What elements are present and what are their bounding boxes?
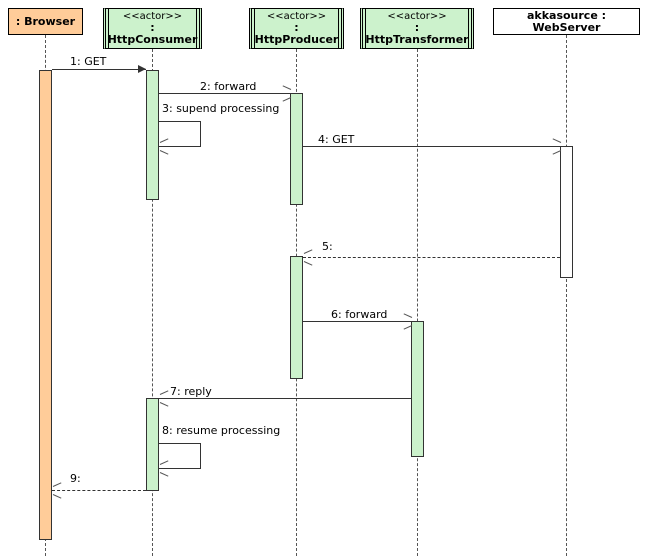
participant-browser[interactable]: : Browser	[8, 8, 83, 35]
activation-http-producer-2	[290, 256, 303, 379]
participant-web-server[interactable]: akkasource : WebServer	[493, 8, 640, 35]
message-8-line-top[interactable]	[159, 443, 201, 444]
participant-web-server-label: akkasource : WebServer	[526, 8, 607, 34]
message-7-line[interactable]	[159, 398, 411, 399]
message-1-label: 1: GET	[70, 55, 107, 68]
activation-http-transformer	[411, 321, 424, 457]
message-3-line-bottom[interactable]	[159, 146, 201, 147]
message-9-line[interactable]	[52, 490, 146, 491]
participant-http-transformer-stereotype: <<actor>>	[387, 10, 447, 22]
message-2-line[interactable]	[159, 93, 290, 94]
lifeline-web-server	[566, 35, 567, 556]
message-4-line[interactable]	[303, 146, 560, 147]
message-8-line-bottom[interactable]	[159, 468, 201, 469]
participant-http-transformer-label: : HttpTransformer	[365, 21, 469, 46]
activation-browser	[39, 70, 52, 540]
message-8-line-right	[200, 443, 201, 468]
message-4-label: 4: GET	[318, 133, 355, 146]
lifeline-http-consumer	[152, 49, 153, 556]
message-1-line[interactable]	[52, 69, 146, 70]
participant-http-transformer[interactable]: <<actor>> : HttpTransformer	[360, 8, 474, 49]
participant-http-producer[interactable]: <<actor>> : HttpProducer	[249, 8, 344, 49]
message-2-label: 2: forward	[200, 80, 257, 93]
message-1-arrowhead	[138, 65, 146, 73]
participant-http-producer-label: : HttpProducer	[254, 21, 339, 46]
message-3-line-top[interactable]	[159, 121, 201, 122]
message-3-line-right	[200, 121, 201, 146]
participant-http-producer-stereotype: <<actor>>	[266, 10, 327, 22]
participant-http-consumer-stereotype: <<actor>>	[122, 10, 183, 22]
participant-browser-label: : Browser	[15, 14, 76, 28]
activation-web-server	[560, 146, 573, 278]
message-6-label: 6: forward	[331, 308, 388, 321]
message-9-label: 9:	[70, 472, 81, 485]
participant-http-consumer[interactable]: <<actor>> : HttpConsumer	[103, 8, 202, 49]
message-8-label: 8: resume processing	[162, 424, 281, 437]
message-5-label: 5:	[322, 240, 333, 253]
message-6-line[interactable]	[303, 321, 411, 322]
activation-http-consumer-2	[146, 398, 159, 491]
message-3-label: 3: supend processing	[162, 102, 280, 115]
participant-http-consumer-label: : HttpConsumer	[107, 21, 198, 46]
lifeline-http-transformer	[417, 49, 418, 556]
message-5-line[interactable]	[303, 257, 560, 258]
activation-http-producer-1	[290, 93, 303, 205]
message-7-label: 7: reply	[170, 385, 212, 398]
activation-http-consumer-1	[146, 70, 159, 200]
